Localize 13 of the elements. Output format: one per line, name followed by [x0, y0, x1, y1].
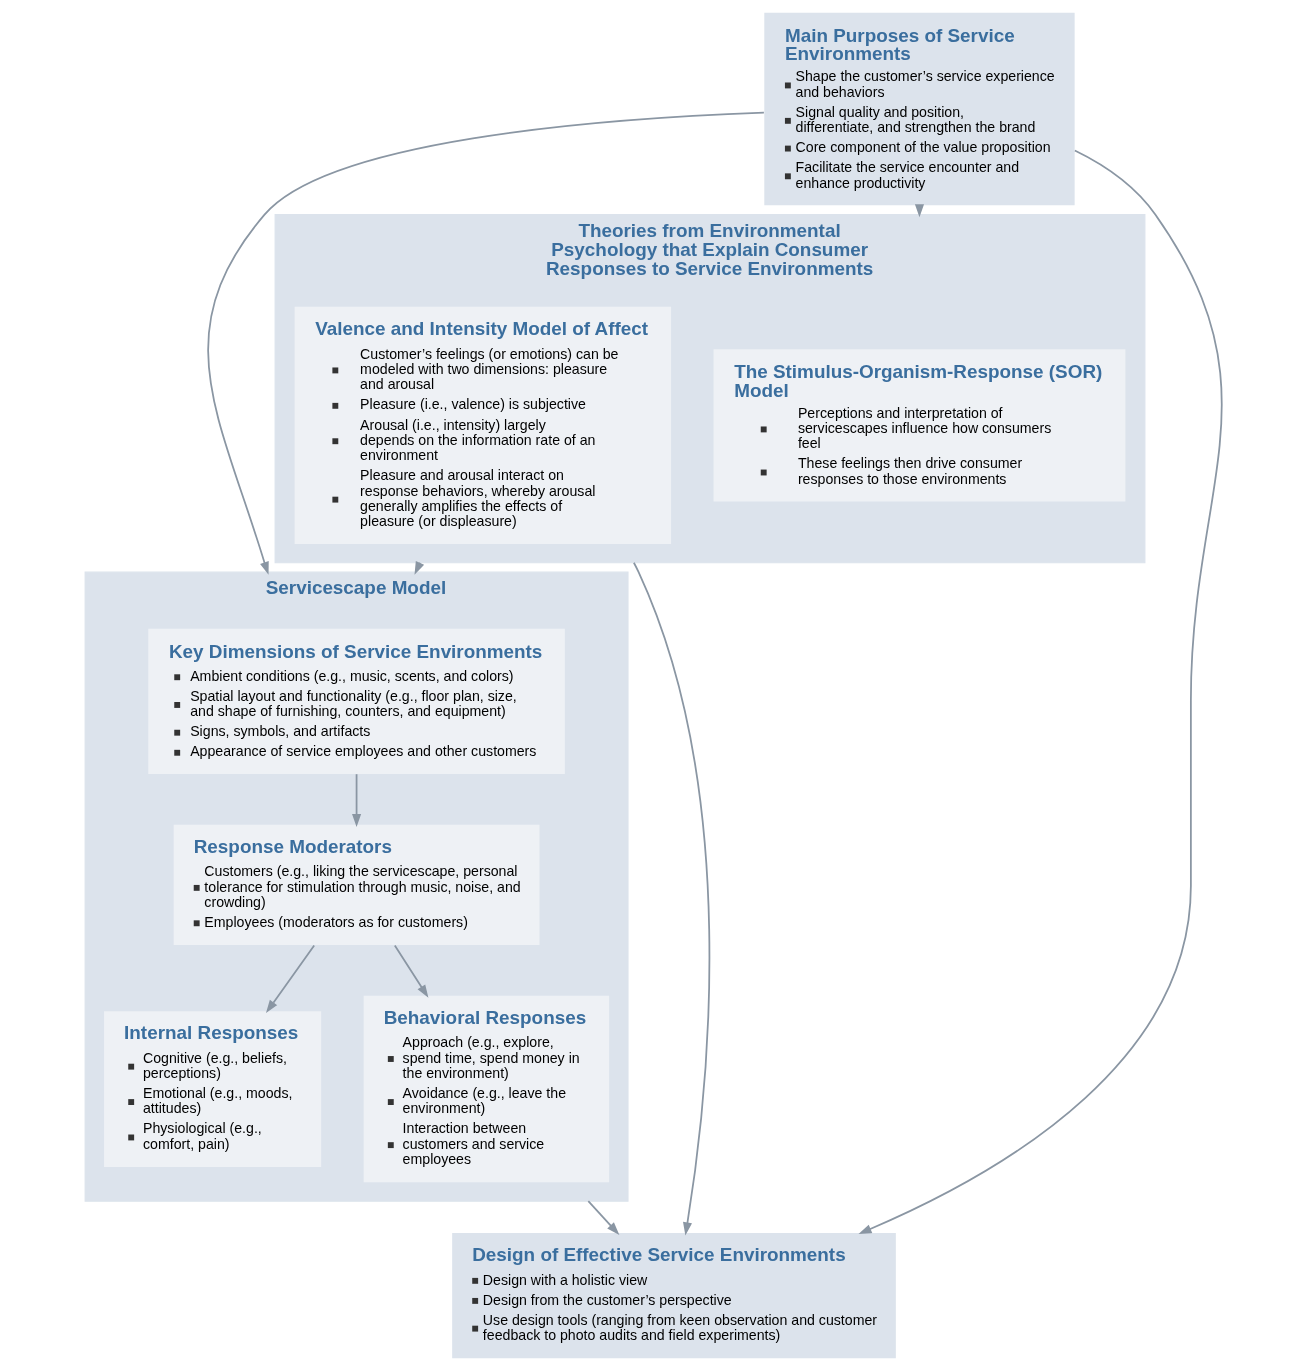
node-box: The Stimulus-Organism-Response (SOR) Model Perceptions and interpretation of servicescapes influence how consumers feel These feelings then drive consumer responses to those environments — [713, 349, 1125, 502]
node-box: Response Moderators Customers (e.g., liking the servicescape, personal tolerance for stimulation through music, noise, and crowding) Employees (moderators as for customers) — [173, 824, 539, 946]
node-box: Valence and Intensity Model of Affect Customer’s feelings (or emotions) can be modeled with two dimensions: pleasure and arousal Pleasure (i.e., valence) is subjective Arousal (i.e., intensity) largely depends on the information rate of an environment Pleasure and arousal interact on response behaviors, whereby arousal generally amplifies the effects of pleasure (or displeasure) — [294, 306, 671, 544]
node-box: Behavioral Responses Approach (e.g., explore, spend time, spend money in the environment) Avoidance (e.g., leave the environment) Interaction between customers and service employees — [363, 995, 609, 1183]
arrow — [858, 149, 1223, 1234]
arrow — [351, 773, 361, 828]
arrow — [393, 944, 428, 998]
node-box: Design of Effective Service Environments Design with a holistic view Design from the customer’s perspective Use design tools (ranging from keen observation and customer feedback to photo audits and field experiments) — [451, 1233, 896, 1359]
arrow — [265, 944, 315, 1014]
node-box: Key Dimensions of Service Environments Ambient conditions (e.g., music, scents, and colors) Spatial layout and functionality (e.g., floor plan, size, and shape of furnishing, counters, and equipment) Signs, symbols, and artifacts Appearance of service employees and other customers — [147, 628, 565, 774]
arrow — [586, 1200, 619, 1235]
arrow — [632, 561, 710, 1236]
node-box: Internal Responses Cognitive (e.g., beliefs, perceptions) Emotional (e.g., moods, attitudes) Physiological (e.g., comfort, pain) — [103, 1011, 321, 1167]
